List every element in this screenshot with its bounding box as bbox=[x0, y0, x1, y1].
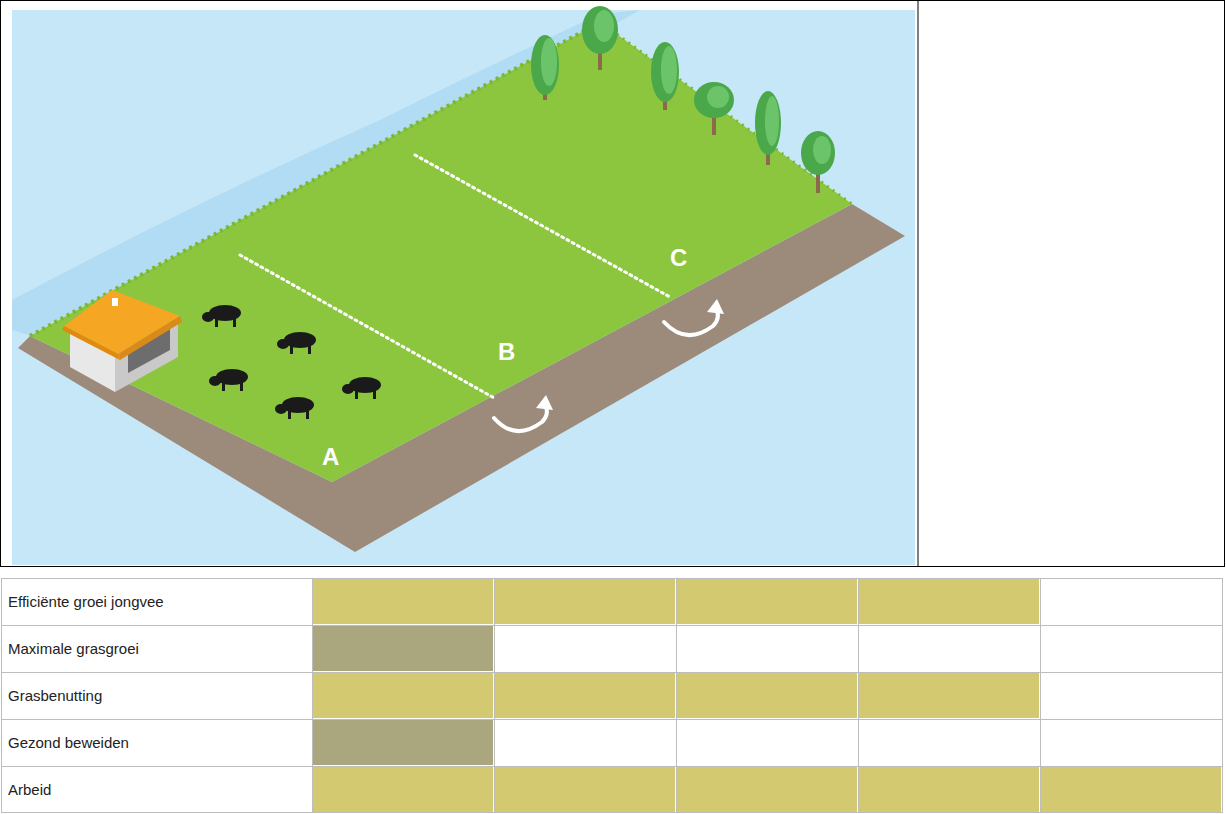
frame-divider bbox=[918, 0, 919, 566]
table-row-label: Arbeid bbox=[8, 767, 51, 813]
table-row-label: Gezond beweiden bbox=[8, 720, 129, 766]
divider-line bbox=[415, 155, 670, 297]
farmhouse bbox=[62, 290, 182, 392]
arrow-head bbox=[536, 299, 724, 410]
table-row-label: Grasbenutting bbox=[8, 673, 102, 719]
section-letter: A bbox=[322, 445, 339, 469]
grass-edge bbox=[30, 22, 600, 336]
table-row-label: Efficiënte groei jongvee bbox=[8, 579, 164, 625]
section-letter: B bbox=[498, 340, 515, 364]
trees bbox=[531, 6, 835, 193]
pasture bbox=[30, 22, 852, 482]
divider-line bbox=[240, 255, 496, 399]
cows bbox=[202, 305, 381, 419]
rating-table bbox=[1, 578, 1223, 813]
frame bbox=[1, 1, 1225, 567]
table-row-label: Maximale grasgroei bbox=[8, 626, 139, 672]
grass-edge bbox=[600, 22, 852, 204]
sky-background bbox=[12, 10, 915, 565]
section-letter: C bbox=[670, 246, 687, 270]
rotation-arrow bbox=[494, 308, 718, 431]
